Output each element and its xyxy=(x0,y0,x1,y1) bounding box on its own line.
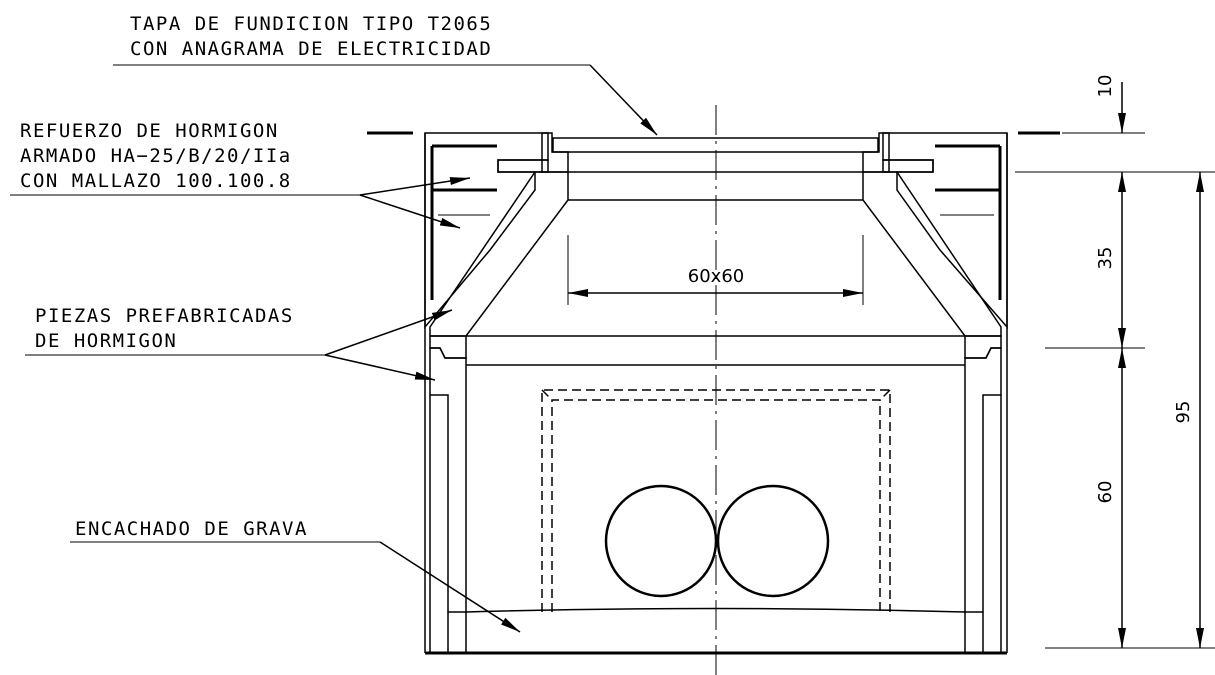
opening-dimension: 60x60 xyxy=(567,235,864,305)
cover-lid xyxy=(552,137,879,153)
pipe-left xyxy=(604,484,718,598)
label-encachado: ENCACHADO DE GRAVA xyxy=(75,518,308,540)
label-refuerzo-line1: REFUERZO DE HORMIGON xyxy=(20,120,279,142)
dim-top: 10 xyxy=(1095,75,1116,98)
dim-total: 95 xyxy=(1173,401,1194,424)
label-tapa-line1: TAPA DE FUNDICION TIPO T2065 xyxy=(130,13,492,35)
concrete-reinforcement xyxy=(424,132,1008,653)
opening-dimension-label: 60x60 xyxy=(688,266,744,287)
leader-tapa xyxy=(113,64,658,136)
dim-upper: 35 xyxy=(1095,247,1116,270)
label-refuerzo-line2: ARMADO HA−25/B/20/IIa xyxy=(20,145,292,167)
dim-lower: 60 xyxy=(1095,481,1116,504)
label-piezas-line2: DE HORMIGON xyxy=(35,330,177,352)
gravel-bed xyxy=(465,607,966,654)
label-tapa-line2: CON ANAGRAMA DE ELECTRICIDAD xyxy=(130,38,492,60)
leader-encachado xyxy=(70,541,521,633)
vertical-dimensions: 10 35 60 95 xyxy=(1015,75,1215,649)
label-piezas-line1: PIEZAS PREFABRICADAS xyxy=(35,305,294,327)
leader-refuerzo xyxy=(10,177,471,229)
label-refuerzo-line3: CON MALLAZO 100.100.8 xyxy=(20,170,292,192)
leader-piezas xyxy=(25,309,453,381)
pipe-right xyxy=(716,484,830,598)
